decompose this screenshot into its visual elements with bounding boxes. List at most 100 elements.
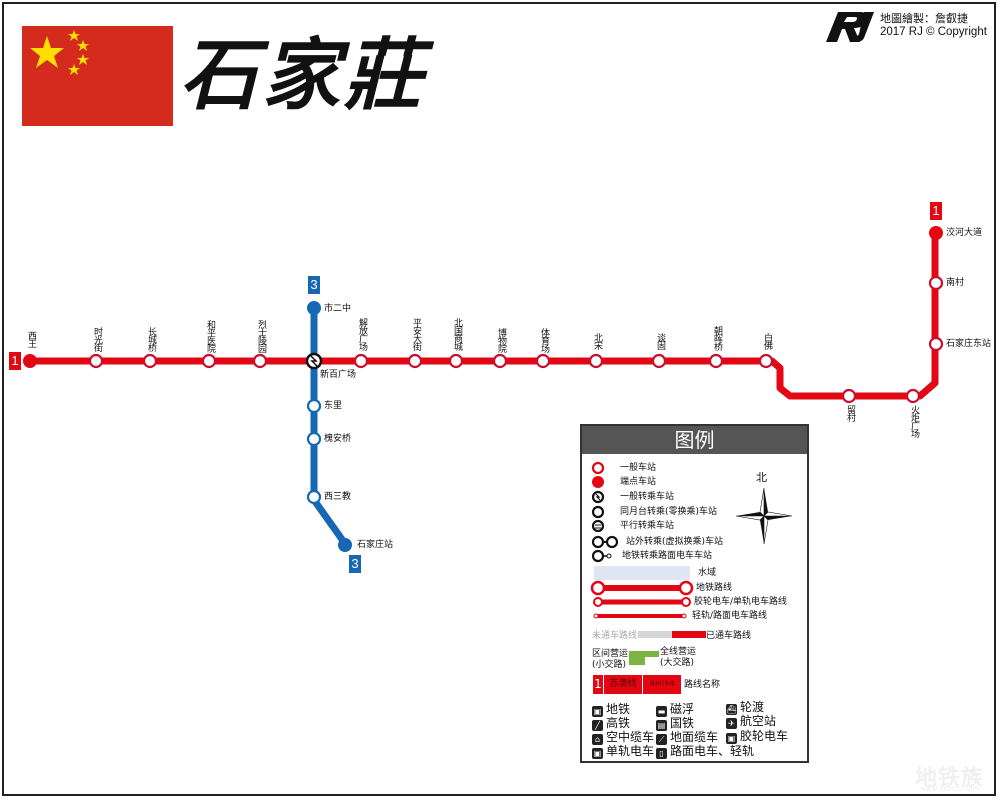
ferry-icon: ⛴	[726, 704, 737, 715]
legend-label-full-sub: (大交路)	[660, 658, 695, 668]
line-3-track	[310, 308, 349, 548]
station-label: 平安大街	[411, 318, 421, 350]
watermark-logo: 地铁族	[915, 766, 985, 791]
station-xiaohedadao[interactable]	[929, 226, 943, 240]
transfer-icon	[310, 355, 318, 367]
normal-station-icon	[591, 461, 605, 475]
station-huaianqiao[interactable]	[306, 431, 322, 447]
watermark-url: www.ditiezu.com	[920, 785, 980, 793]
airport-icon: ✈	[726, 718, 737, 729]
station-lieshilingyuan[interactable]	[252, 353, 268, 369]
mode-airport: ✈航空站	[726, 714, 776, 729]
line-1-badge-west[interactable]: 1	[9, 352, 21, 370]
station-beiguoshangcheng[interactable]	[448, 353, 464, 369]
station-label: 火炬广场	[909, 405, 919, 437]
station-label: 西王	[26, 331, 36, 347]
legend-label: 端点车站	[620, 477, 657, 487]
mode-hsr: ╱高铁	[592, 716, 630, 731]
station-jiefangguangchang[interactable]	[353, 353, 369, 369]
station-label: 南村	[946, 278, 965, 288]
station-xisanjiao[interactable]	[306, 489, 322, 505]
line-3-badge-north[interactable]: 3	[308, 276, 320, 294]
mode-metro: ▣地铁	[592, 702, 631, 717]
station-label: 时光街	[92, 327, 102, 351]
station-pinganjie[interactable]	[407, 353, 423, 369]
station-label: 体育场	[539, 328, 549, 352]
station-label: 北国商城	[452, 318, 462, 350]
flag-stars-icon	[30, 30, 89, 75]
station-label: 和平医院	[205, 320, 215, 352]
station-label: 石家庄东站	[946, 339, 992, 349]
station-nancun[interactable]	[928, 275, 944, 291]
credit-block: 地圖繪製：詹叡捷 2017 RJ © Copyright	[820, 6, 990, 46]
credit-author: 地圖繪製：詹叡捷	[880, 12, 968, 25]
station-label: 谈固	[655, 333, 665, 349]
station-tiyuchang[interactable]	[535, 353, 551, 369]
station-beisong[interactable]	[588, 353, 604, 369]
legend-label: 同月台转乘(零换乘)车站	[620, 507, 718, 517]
station-shiguangjie[interactable]	[88, 353, 104, 369]
station-xiwang[interactable]	[23, 354, 37, 368]
station-label: 西三教	[324, 492, 352, 502]
line-3-stations	[306, 301, 352, 552]
metro-icon: ▣	[592, 706, 603, 717]
unopened-line-swatch	[638, 631, 672, 638]
line-3-badge-south[interactable]: 3	[349, 555, 361, 573]
aerial-tram-icon: ⌂	[592, 734, 603, 745]
line-1-stations	[23, 226, 944, 404]
station-label: 北宋	[592, 333, 602, 349]
station-label: 东里	[324, 401, 343, 411]
compass-icon	[735, 487, 793, 545]
station-shijiazhuangzhan[interactable]	[338, 538, 352, 552]
station-dongli[interactable]	[306, 398, 322, 414]
station-xinbaiguangchang[interactable]	[305, 352, 323, 370]
mode-tram: ▯路面电车、轻轨	[656, 744, 754, 759]
station-shijiazhuangdong[interactable]	[928, 336, 944, 352]
station-label: 洨河大道	[946, 228, 983, 238]
station-label: 留村	[845, 405, 855, 421]
station-label: 烈士陵园	[256, 320, 266, 352]
station-huojuguangchang[interactable]	[905, 388, 921, 404]
mode-maglev: ▬磁浮	[656, 702, 695, 717]
station-label: 解放广场	[357, 318, 367, 350]
legend-label: 一般转乘车站	[620, 492, 675, 502]
legend-label-opened: 已通车路线	[706, 631, 752, 641]
legend-label: 站外转乘(虚拟换乘)车站	[626, 537, 724, 547]
station-bowuyuan[interactable]	[492, 353, 508, 369]
legend-label: 地铁转乘路面电车车站	[622, 551, 713, 561]
station-label: 新百广场	[320, 370, 357, 380]
line-name-sample-sub: 溪水行车线	[643, 675, 681, 694]
city-title: 石家莊	[180, 30, 427, 121]
station-chaohuiqiao[interactable]	[708, 353, 724, 369]
legend-panel: 图例 一般车站 端点车站 一般转乘车站 同月台转乘(零换乘)车站 平行转乘车站 …	[580, 424, 809, 763]
legend-label: 胶轮电车/单轨电车路线	[694, 597, 788, 607]
mode-national-rail: ▤国铁	[656, 716, 695, 731]
station-label: 白佛	[762, 333, 772, 349]
rubber-tyre-line-swatch	[593, 597, 691, 607]
legend-title: 图例	[582, 426, 807, 454]
mode-ferry: ⛴轮渡	[726, 700, 765, 715]
line-1-track	[30, 233, 939, 400]
legend-label-full: 全线营运	[660, 647, 697, 657]
station-changchengqiao[interactable]	[142, 353, 158, 369]
hsr-icon: ╱	[592, 720, 603, 731]
legend-label: 轻轨/路面电车路线	[692, 611, 768, 621]
national-rail-icon: ▤	[656, 720, 667, 731]
mode-monorail: ▣单轨电车	[592, 744, 655, 759]
station-tangu[interactable]	[651, 353, 667, 369]
station-liucun[interactable]	[841, 388, 857, 404]
station-shierzhong[interactable]	[307, 301, 321, 315]
rubber-tyre-icon: ▣	[726, 733, 737, 744]
station-baifo[interactable]	[758, 353, 774, 369]
station-label: 石家庄站	[357, 540, 394, 550]
line-1-badge-north[interactable]: 1	[930, 202, 942, 220]
station-hepingyiyuan[interactable]	[201, 353, 217, 369]
terminal-station-icon	[592, 476, 604, 488]
legend-label: 平行转乘车站	[620, 521, 675, 531]
light-rail-line-swatch	[593, 613, 687, 619]
station-label: 朝晖桥	[712, 326, 722, 350]
funicular-icon: ⟋	[656, 734, 667, 745]
monorail-icon: ▣	[592, 748, 603, 759]
legend-label: 地铁路线	[696, 583, 733, 593]
